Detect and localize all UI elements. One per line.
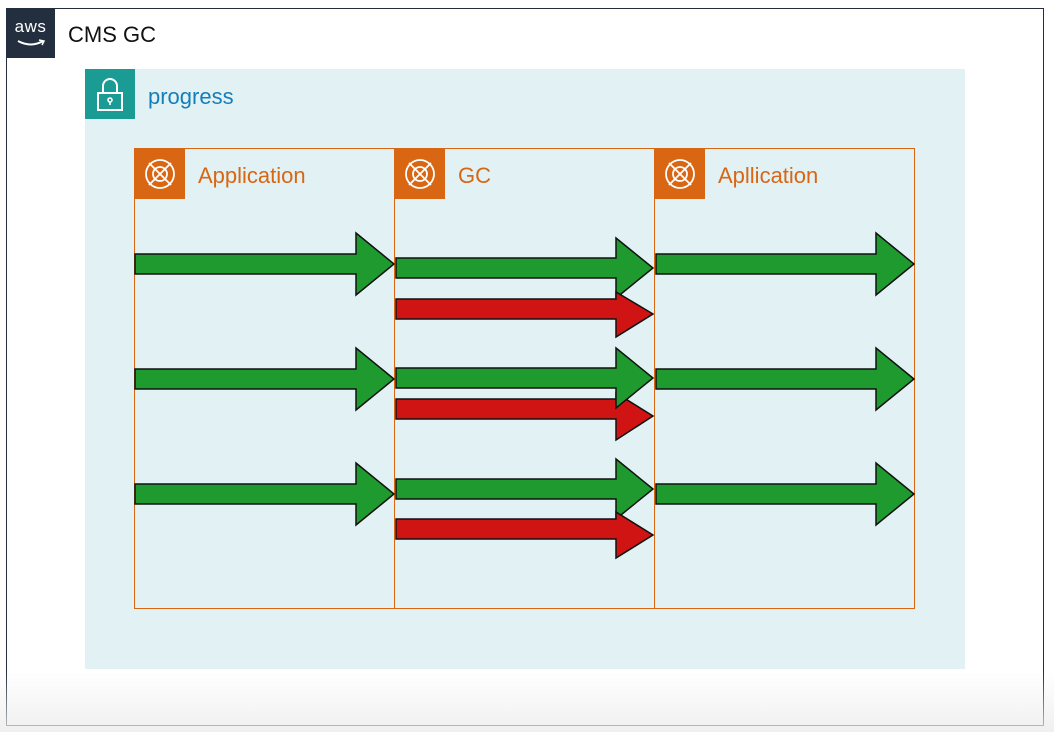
aws-logo: aws [6, 8, 55, 58]
green-arrow [395, 236, 655, 300]
column-title-application: Application [198, 163, 306, 188]
red-arrow [395, 391, 655, 442]
padlock-icon [85, 69, 135, 119]
ec2-instance-icon [655, 149, 705, 199]
green-arrow [134, 461, 396, 527]
green-arrow [655, 461, 916, 527]
green-arrow [655, 231, 916, 297]
ec2-instance-icon [395, 149, 445, 199]
green-arrow [395, 346, 655, 410]
column-title-apllication: Apllication [718, 163, 819, 188]
ec2-instance-icon [135, 149, 185, 199]
group-title: progress [148, 84, 234, 109]
green-arrow [655, 346, 916, 412]
red-arrow [395, 510, 655, 560]
red-arrow [395, 290, 655, 339]
green-arrow [134, 231, 396, 297]
green-arrow [134, 346, 396, 412]
column-title-gc: GC [458, 163, 491, 188]
cloud-title: CMS GC [68, 22, 156, 47]
aws-smile-icon [17, 39, 46, 46]
green-arrow [395, 457, 655, 521]
aws-logo-text: aws [14, 17, 47, 36]
